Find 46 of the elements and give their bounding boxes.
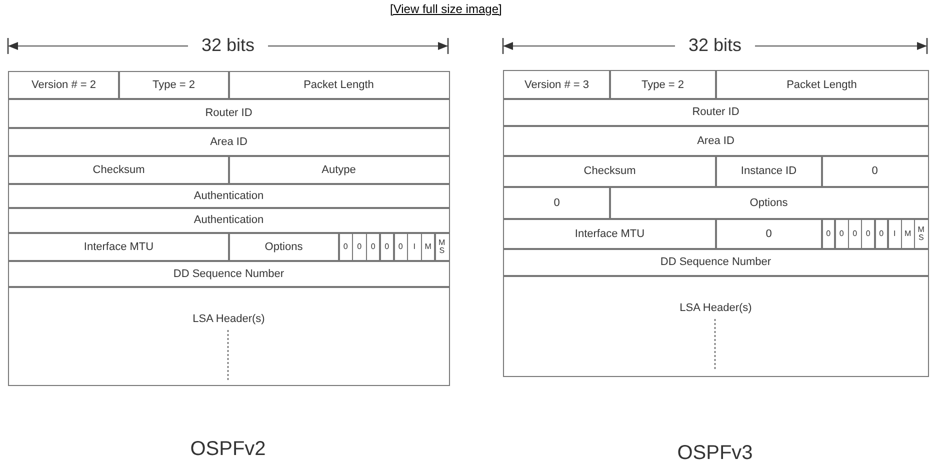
packet-field: Interface MTU [503,218,716,250]
caption: OSPFv3 [676,442,754,465]
packet-field: 0 [834,218,849,250]
packet-field: Version # = 2 [8,71,120,100]
packet-field: M [420,232,436,262]
packet-field: DD Sequence Number [8,260,450,288]
packet-field: Authentication [8,207,450,234]
packet-field: Packet Length [228,71,450,100]
packet-field: 0 [860,218,876,250]
packet-field: LSA Header(s) [503,275,928,376]
packet-field: Instance ID [715,155,822,188]
packet-field: MS [434,232,450,262]
caption: OSPFv2 [189,438,267,461]
packet-field: 0 [338,232,354,262]
packet-field: 0 [366,232,381,262]
packet-field: I [406,232,422,262]
packet-field: 0 [821,218,836,250]
packet-field: Options [609,186,928,220]
packet-field: 0 [848,218,862,250]
packet-field: LSA Header(s) [8,286,450,386]
packet-field: Authentication [8,183,450,208]
packet-field: I [887,218,902,250]
packet-field: Area ID [503,125,928,156]
packet-field: Packet Length [715,70,928,100]
packet-field: 0 [874,218,889,250]
packet-field: 0 [379,232,394,262]
packet-field: Checksum [503,155,716,188]
packet-field: Version # = 3 [503,70,610,100]
packet-field: Interface MTU [8,232,230,262]
packet-field: 0 [503,186,610,220]
packet-field: Options [228,232,340,262]
packet-field: Area ID [8,127,450,156]
packet-field: M [900,218,916,250]
packet-field: Type = 2 [609,70,716,100]
packet-field: MS [914,218,928,250]
packet-field: 0 [352,232,367,262]
packet-field: Type = 2 [118,71,230,100]
link-text: [View full size image] [390,2,502,16]
packet-field: 0 [821,155,928,188]
packet-field: Autype [228,155,450,184]
packet-field: 0 [715,218,822,250]
packet-field: DD Sequence Number [503,248,928,276]
packet-field: Checksum [8,155,230,184]
packet-field: Router ID [8,98,450,128]
packet-field: 0 [393,232,408,262]
packet-field: Router ID [503,98,928,126]
